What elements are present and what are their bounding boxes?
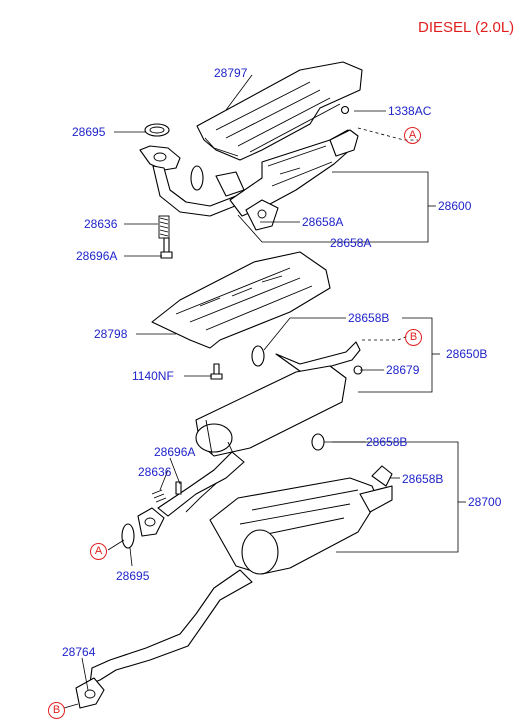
label-28636-middle[interactable]: 28636 [138, 465, 172, 479]
engine-variant-title: DIESEL (2.0L) [418, 19, 515, 36]
label-28658B-third[interactable]: 28658B [402, 472, 444, 486]
label-28695-middle[interactable]: 28695 [116, 569, 150, 583]
label-28679[interactable]: 28679 [386, 363, 420, 377]
label-28700[interactable]: 28700 [468, 495, 502, 509]
label-28658A-second[interactable]: 28658A [330, 236, 372, 250]
ref-marker-b-lower: B [48, 702, 65, 719]
label-28764[interactable]: 28764 [62, 645, 96, 659]
hanger-28658A[interactable] [245, 199, 279, 231]
label-1338AC[interactable]: 1338AC [388, 104, 432, 118]
bolt-1338AC[interactable] [340, 105, 350, 115]
label-28696A-middle[interactable]: 28696A [154, 445, 196, 459]
catalytic-converter[interactable] [190, 129, 359, 217]
spring-upper[interactable] [158, 215, 170, 239]
ref-marker-a-lower: A [90, 543, 107, 560]
hanger-28658B-right[interactable] [371, 465, 393, 487]
intermediate-pipe[interactable] [157, 451, 245, 517]
spring-middle[interactable] [151, 481, 182, 503]
bolt-upper[interactable] [160, 237, 173, 259]
flange-bottom[interactable] [75, 677, 105, 709]
screw-1140NF[interactable] [210, 363, 223, 380]
center-muffler[interactable] [185, 341, 363, 513]
label-28658B-first[interactable]: 28658B [348, 311, 390, 325]
heat-protector-upper[interactable] [196, 61, 363, 161]
label-28798[interactable]: 28798 [94, 327, 128, 341]
label-28797[interactable]: 28797 [214, 66, 248, 80]
label-28636-upper[interactable]: 28636 [84, 217, 118, 231]
ref-marker-a-upper: A [404, 127, 421, 144]
label-28600[interactable]: 28600 [438, 199, 472, 213]
label-28696A-upper[interactable]: 28696A [76, 249, 118, 263]
label-1140NF[interactable]: 1140NF [132, 369, 174, 383]
label-28658A-first[interactable]: 28658A [302, 215, 344, 229]
leader-lines [63, 74, 466, 709]
ref-marker-b-upper: B [405, 329, 422, 346]
flange-middle[interactable] [121, 507, 165, 549]
main-muffler[interactable] [209, 477, 393, 575]
label-28650B[interactable]: 28650B [446, 347, 488, 361]
gasket-upper[interactable] [144, 123, 170, 137]
tail-pipe[interactable] [89, 569, 253, 685]
heat-protector-lower[interactable] [151, 251, 331, 349]
label-28658B-second[interactable]: 28658B [366, 435, 408, 449]
hanger-28658B-middle[interactable] [311, 433, 325, 451]
label-28695-upper[interactable]: 28695 [72, 125, 106, 139]
